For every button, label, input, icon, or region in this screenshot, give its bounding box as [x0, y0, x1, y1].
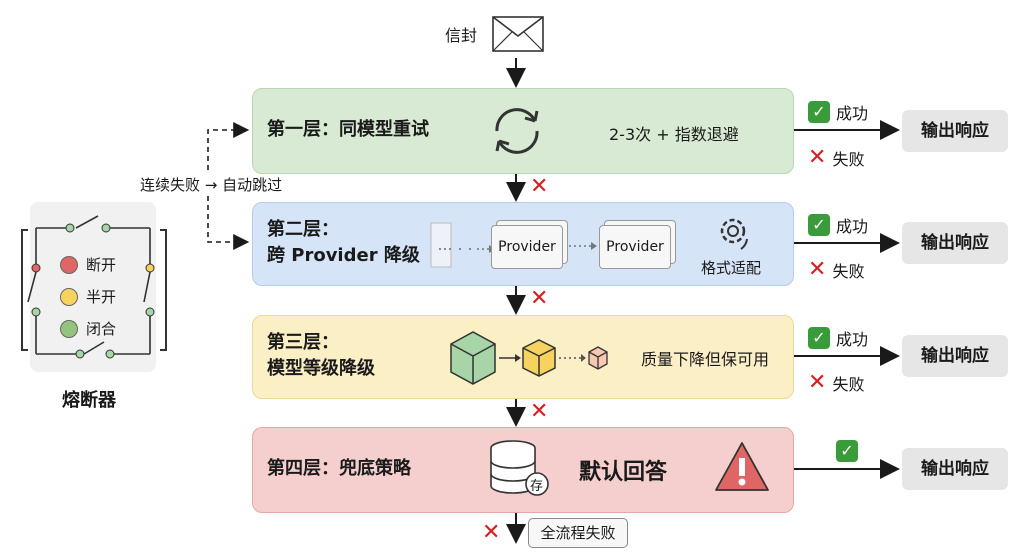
fail-x-icon: ✕ [808, 257, 827, 282]
breaker-circuit-icon [21, 215, 167, 359]
layer-3-panel: 第三层： 模型等级降级 质量下降但保可用 [252, 315, 794, 399]
layer-1-panel: 第一层：同模型重试 2-3次 + 指数退避 [252, 88, 794, 174]
check-icon: ✓ [808, 214, 830, 236]
layer-2-panel: 第二层： 跨 Provider 降级 Provider Provider 格式适… [252, 202, 794, 286]
fail-x-icon: ✕ [482, 520, 501, 545]
output-response-box-3: 输出响应 [902, 335, 1008, 377]
check-icon: ✓ [808, 101, 830, 123]
model-tier-cubes-icon [450, 331, 608, 385]
layer-1-title: 第一层：同模型重试 [267, 119, 429, 140]
db-badge-label: 存 [530, 479, 544, 494]
check-icon: ✓ [836, 440, 858, 462]
check-icon: ✓ [808, 327, 830, 349]
fail-x-icon: ✕ [530, 399, 549, 424]
layer-3-title-line1: 第三层： [267, 332, 339, 353]
breaker-panel [30, 202, 156, 372]
failure-row-1: ✕失败 [808, 145, 865, 170]
envelope-icon [492, 16, 544, 52]
envelope-label: 信封 [445, 26, 478, 45]
layer-2-title-line2: 跨 Provider 降级 [267, 245, 420, 266]
layer-1-note: 2-3次 + 指数退避 [609, 125, 739, 144]
final-failure-box: 全流程失败 [528, 518, 628, 548]
provider-a-box: Provider [491, 225, 563, 269]
fail-x-icon: ✕ [808, 370, 827, 395]
layer-4-title: 第四层：兜底策略 [267, 458, 411, 479]
retry-cycle-icon [495, 108, 539, 154]
output-response-box-1: 输出响应 [902, 110, 1008, 152]
skip-label: 连续失败 → 自动跳过 [138, 174, 285, 195]
breaker-title: 熔断器 [62, 390, 116, 411]
layer-3-title-line2: 模型等级降级 [267, 358, 375, 379]
layer-3-note: 质量下降但保可用 [641, 350, 770, 369]
success-row-1: ✓成功 [808, 100, 868, 124]
success-row-4: ✓ [836, 440, 858, 462]
failure-row-2: ✕失败 [808, 257, 865, 282]
fail-x-icon: ✕ [808, 145, 827, 170]
layer-4-note: 默认回答 [579, 460, 668, 485]
provider-b-box: Provider [599, 225, 671, 269]
failure-row-3: ✕失败 [808, 370, 865, 395]
breaker-state-half: 半开 [60, 286, 116, 307]
success-row-2: ✓成功 [808, 213, 868, 237]
green-dot-icon [60, 319, 78, 338]
layer-2-title-line1: 第二层： [267, 219, 339, 240]
layer-2-note: 格式适配 [701, 259, 762, 277]
breaker-state-closed: 闭合 [60, 318, 116, 339]
breaker-state-open: 断开 [60, 254, 116, 275]
warning-icon [715, 442, 769, 491]
fail-x-icon: ✕ [530, 286, 549, 311]
output-response-box-2: 输出响应 [902, 222, 1008, 264]
provider-source-icon [430, 222, 495, 268]
success-row-3: ✓成功 [808, 326, 868, 350]
output-response-box-4: 输出响应 [902, 448, 1008, 490]
red-dot-icon [60, 255, 78, 274]
fail-x-icon: ✕ [530, 174, 549, 199]
yellow-dot-icon [60, 287, 78, 306]
database-icon [490, 440, 549, 496]
dotted-arrow-icon [569, 242, 597, 250]
gear-icon [720, 218, 748, 250]
layer-4-panel: 第四层：兜底策略 存 默认回答 [252, 427, 794, 513]
